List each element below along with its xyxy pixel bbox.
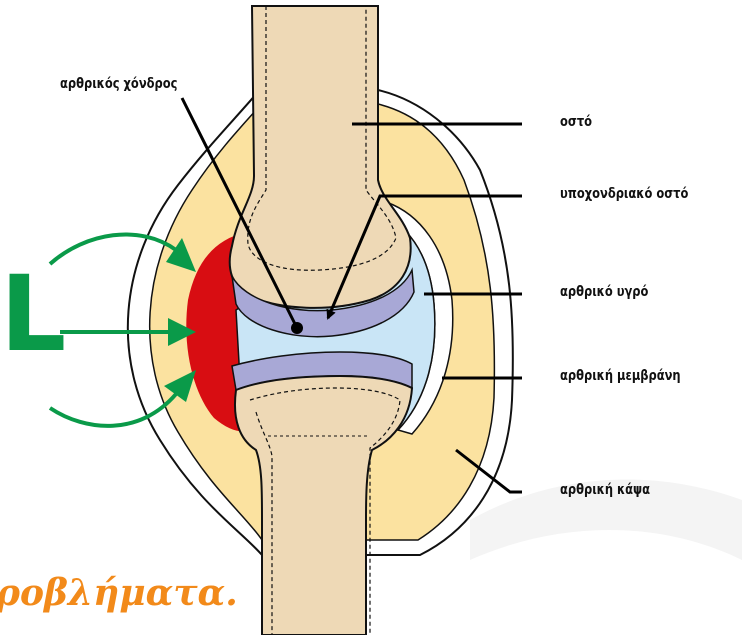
label-cartilage: αρθρικός χόνδρος — [60, 76, 177, 92]
label-bone: οστό — [560, 114, 592, 130]
label-synovial-fluid: αρθρικό υγρό — [560, 284, 648, 300]
green-arrow-upper — [50, 234, 176, 264]
label-subchondral-bone: υποχονδριακό οστό — [560, 186, 688, 202]
side-letter-l: L — [0, 262, 66, 366]
green-arrow-lower — [50, 394, 176, 426]
label-synovial-membrane: αρθρική μεμβράνη — [560, 368, 681, 384]
footer-caption: ροβλήματα. — [0, 575, 238, 611]
label-joint-capsule: αρθρική κάψα — [560, 482, 650, 498]
